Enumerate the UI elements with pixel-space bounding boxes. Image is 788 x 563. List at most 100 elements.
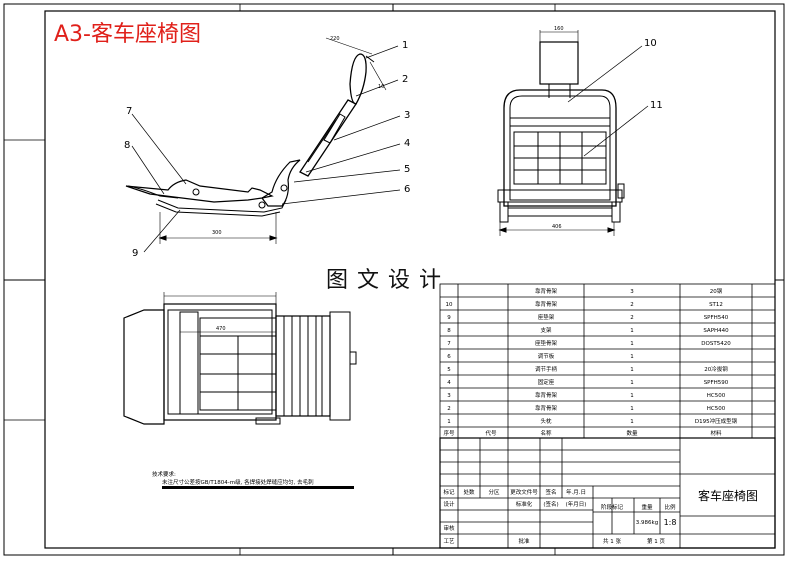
bom-row-no: 6 [447, 354, 451, 360]
bom-row-material: ST12 [709, 302, 723, 308]
bom-row-material: SPFH590 [704, 380, 729, 386]
tb-stage-mark: 阶段标记 [601, 503, 624, 511]
tb-sign: 签名 [545, 488, 556, 496]
tb-approve: 批准 [518, 537, 530, 545]
tb-design: 设计 [443, 500, 455, 508]
bom-top-name: 靠背骨架 [535, 287, 558, 295]
bom-text: 靠背骨架 3 20钢 [535, 287, 723, 295]
bom-header-qty: 数量 [626, 429, 638, 437]
bom-row-no: 8 [447, 328, 451, 334]
callout-3: 3 [404, 110, 410, 121]
top-view [123, 292, 357, 425]
bom-row-qty: 1 [630, 354, 634, 360]
bom-row-qty: 1 [630, 341, 634, 347]
callout-9: 9 [132, 248, 138, 259]
tb-mark: 标记 [443, 488, 455, 496]
tb-date: 年.月.日 [566, 488, 586, 496]
callout-2: 2 [402, 74, 408, 85]
titleblock-text: 标记 处数 分区 更改文件号 签名 年.月.日 设计 标准化 (签名) (年月日… [443, 488, 676, 545]
callout-6: 6 [404, 184, 410, 195]
zone-ticks [4, 4, 556, 555]
tech-notes: 技术要求: 未注尺寸公差按GB/T1804-m级, 各焊接处焊缝应均匀, 去毛刺 [152, 470, 314, 486]
bom-row-qty: 1 [630, 380, 634, 386]
bom-header-code: 代号 [485, 429, 497, 437]
bom-row-material: D195冲压成型钢 [695, 417, 738, 425]
bom-row-no: 3 [447, 393, 451, 399]
bom-top-qty: 3 [630, 289, 634, 295]
bom-header-name: 名称 [540, 429, 552, 437]
tb-count: 处数 [463, 488, 475, 496]
bom-row-name: 支架 [540, 326, 552, 334]
bom-row-qty: 1 [630, 393, 634, 399]
tb-change-doc: 更改文件号 [510, 488, 538, 496]
bom-row-name: 座垫架 [538, 313, 555, 321]
callout-4: 4 [404, 138, 410, 149]
tb-sign-paren: (签名) [543, 500, 558, 508]
bom-header-no: 序号 [443, 429, 455, 437]
dim-side-angle: 220 [330, 36, 340, 42]
bom-row-no: 7 [447, 341, 451, 347]
bom-row-name: 靠背骨架 [535, 391, 558, 399]
tb-ratio-label: 比例 [664, 503, 676, 511]
bom-row-qty: 2 [630, 302, 634, 308]
bom-row-no: 9 [447, 315, 451, 321]
bom-row-no: 4 [447, 380, 451, 386]
notes-line: 未注尺寸公差按GB/T1804-m级, 各焊接处焊缝应均匀, 去毛刺 [162, 478, 314, 486]
tb-process: 工艺 [443, 538, 455, 545]
bom-row-qty: 1 [630, 367, 634, 373]
front-leaders [567, 45, 649, 157]
dim-front-width: 406 [552, 224, 562, 230]
dim-top-width: 470 [216, 326, 226, 332]
bom-row-material: SPFH540 [704, 315, 729, 321]
bom-row-qty: 1 [630, 328, 634, 334]
bom-row-name: 靠背骨架 [535, 404, 558, 412]
bom-header-material: 材料 [710, 429, 722, 437]
bom-row-no: 1 [447, 419, 451, 425]
bom-row-name: 调节板 [538, 352, 555, 360]
notes-heading: 技术要求: [152, 470, 176, 478]
bom-row-name: 固定座 [538, 378, 555, 386]
tb-weight: 重量 [641, 503, 653, 511]
bom-row-qty: 1 [630, 406, 634, 412]
tb-weight-value: 3.986kg [636, 520, 658, 526]
tb-sheets: 共 1 张 [603, 537, 621, 545]
front-view [497, 30, 625, 236]
side-view [125, 37, 387, 244]
bom-row-qty: 2 [630, 315, 634, 321]
bom-table [439, 283, 776, 439]
bom-header: 序号 代号 名称 数量 材料 [443, 429, 722, 437]
callout-8: 8 [124, 140, 130, 151]
bom-row-material: HC500 [707, 393, 726, 399]
callout-1: 1 [402, 40, 408, 51]
callout-7: 7 [126, 106, 132, 117]
bom-row-no: 2 [447, 406, 451, 412]
bom-row-name: 靠背骨架 [535, 300, 558, 308]
watermark-text: 图文设计 [326, 268, 451, 293]
bom-row-name: 头枕 [540, 417, 552, 425]
bom-row-no: 5 [447, 367, 451, 373]
tb-zone: 分区 [488, 488, 500, 496]
tb-scale: 1:8 [664, 518, 677, 527]
tb-drawing-name: 客车座椅图 [698, 488, 758, 503]
bom-row-name: 调节手柄 [535, 365, 558, 373]
dim-side-length: 300 [212, 230, 222, 236]
callout-11: 11 [650, 100, 663, 111]
bom-row-material: DOST5420 [701, 341, 731, 347]
dimension-labels: 220 1 6 300 160 406 470 [212, 26, 564, 332]
callout-5: 5 [404, 164, 410, 175]
bom-row-material: SAPH440 [703, 328, 729, 334]
notes-bar [162, 486, 354, 489]
tb-check: 审核 [443, 524, 455, 532]
bom-top-material: 20钢 [710, 287, 723, 295]
bom-row-material: 20冷拔钢 [704, 365, 728, 373]
bom-row-qty: 1 [630, 419, 634, 425]
callout-10: 10 [644, 38, 657, 49]
side-leaders [131, 45, 401, 253]
tb-sheet-no: 第 1 页 [647, 537, 665, 545]
dim-front-top: 160 [554, 26, 564, 32]
tb-standard: 标准化 [516, 500, 533, 508]
bom-row-material: HC500 [707, 406, 726, 412]
side-callouts: 1 2 3 4 5 6 7 8 9 10 11 [124, 38, 663, 259]
